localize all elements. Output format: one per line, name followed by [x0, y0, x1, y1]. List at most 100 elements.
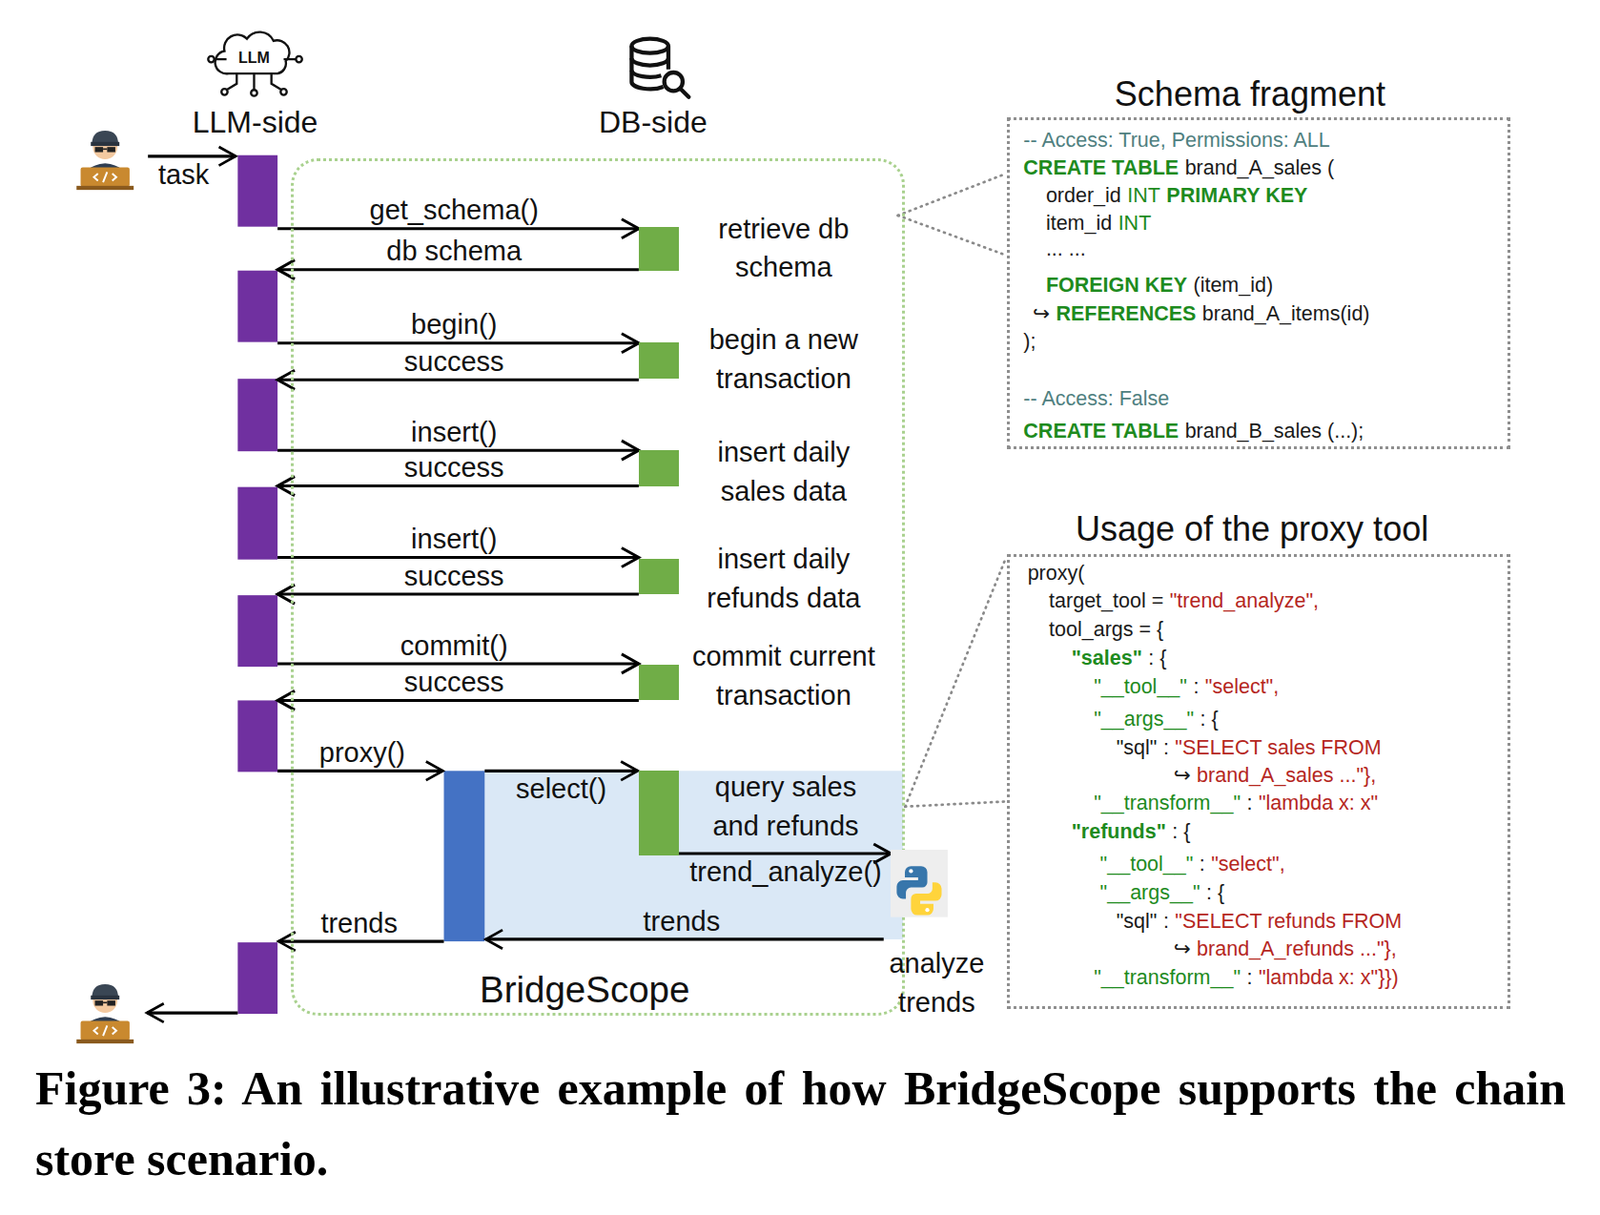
edge-label: db schema — [386, 235, 522, 267]
code-text: : — [1163, 736, 1170, 759]
circuit-dot — [295, 56, 302, 62]
user-glasses — [106, 1000, 116, 1006]
python-tool: analyze trends — [890, 849, 948, 922]
user-hat-brim — [90, 995, 120, 1000]
code-line: "__args__": { — [1100, 881, 1226, 906]
code-line: item_idINT — [1046, 211, 1151, 237]
message-label: trends — [643, 905, 721, 938]
code-line: "sql":"SELECT refunds FROM — [1116, 909, 1402, 935]
connectors — [277, 228, 891, 854]
db-operation-box: insert daily sales data — [638, 450, 679, 486]
edge-label: begin() — [410, 308, 497, 341]
code-line: order_idINTPRIMARY KEY — [1046, 184, 1309, 209]
leader-line — [904, 800, 1006, 806]
edge-label: get_schema() — [369, 194, 539, 226]
code-line: "__tool__":"select", — [1093, 675, 1279, 700]
db-operation-box: insert daily refunds data — [638, 558, 679, 595]
code-text: -- Access: False — [1023, 387, 1170, 411]
code-line: FOREIGN KEY(item_id) — [1046, 273, 1273, 299]
edge-label: success — [404, 560, 505, 593]
code-text: INT — [1127, 184, 1161, 207]
code-text: : — [1247, 965, 1253, 989]
circuit-dot — [250, 89, 257, 96]
leader-lines — [898, 173, 1006, 807]
message-label: DB-side — [598, 104, 708, 141]
database-icon — [631, 39, 689, 98]
circuit-dot — [221, 88, 227, 95]
code-line: tool_args = { — [1048, 617, 1164, 643]
db-operation-box: retrieve db schema — [638, 226, 679, 271]
code-text: : — [1199, 852, 1206, 876]
code-text: "sql" — [1116, 909, 1158, 933]
python-snake — [911, 882, 943, 915]
code-text: brand_B_sales (...); — [1185, 419, 1365, 443]
code-text: CREATE TABLE — [1023, 156, 1179, 180]
db-operation-box: begin a new transaction — [638, 342, 679, 380]
activation-bar — [237, 155, 278, 227]
code-text: "__tool__" — [1100, 852, 1194, 876]
message-arrows — [146, 156, 884, 1013]
code-text: "sql" — [1116, 736, 1158, 759]
code-line: "refunds": { — [1071, 820, 1191, 845]
message-arrow — [277, 661, 639, 665]
code-text: "SELECT sales FROM — [1174, 736, 1381, 759]
code-text: "select", — [1205, 675, 1279, 698]
code-line: CREATE TABLEbrand_A_sales ( — [1023, 156, 1334, 182]
user-glasses — [102, 148, 107, 151]
code-text: brand_A_sales ( — [1185, 156, 1335, 180]
circuit-dot — [207, 56, 214, 62]
code-text: "__transform__" — [1093, 965, 1241, 989]
step-note: insert daily sales data — [688, 432, 880, 511]
figure-caption: Figure 3: An illustrative example of how… — [35, 1052, 1566, 1194]
code-text: tool_args = { — [1048, 617, 1164, 641]
code-text: ↪ — [1173, 937, 1191, 961]
code-text: ); — [1023, 329, 1036, 353]
code-text: PRIMARY KEY — [1166, 184, 1308, 207]
code-text: "__args__" — [1093, 707, 1194, 731]
code-text: "lambda x: x" — [1258, 791, 1378, 815]
user-hat-brim — [90, 142, 120, 146]
activation-bar — [237, 942, 278, 1014]
step-note: begin a new transaction — [688, 320, 880, 398]
code-text: ... ... — [1046, 237, 1087, 261]
message-arrow — [277, 555, 639, 559]
llm-icon — [207, 32, 302, 97]
user-glasses — [106, 146, 116, 152]
message-arrow — [678, 852, 892, 856]
code-text: "SELECT refunds FROM — [1174, 909, 1402, 933]
edge-label: success — [404, 346, 505, 378]
code-line: ... ... — [1046, 237, 1087, 263]
code-line: CREATE TABLEbrand_B_sales (...); — [1023, 419, 1364, 445]
db-rings — [631, 58, 669, 78]
user-glasses — [95, 1000, 104, 1006]
code-text: : — [1247, 791, 1253, 815]
code-text: "trend_analyze", — [1169, 589, 1319, 613]
edge-label: insert() — [410, 523, 497, 555]
result-arrow — [146, 1010, 238, 1014]
activation-bar — [237, 270, 278, 343]
message-arrow — [277, 484, 639, 488]
code-panel: Schema fragment-- Access: True, Permissi… — [1006, 117, 1511, 450]
python-logo — [890, 849, 948, 922]
code-text: : — [1163, 909, 1170, 933]
activation-bar — [237, 487, 278, 560]
proxy-arrow — [277, 769, 443, 773]
code-line: -- Access: False — [1023, 387, 1170, 412]
step-note: query sales and refunds — [696, 767, 876, 845]
user-icon — [76, 130, 134, 190]
panel-heading: Usage of the proxy tool — [1075, 509, 1429, 549]
code-text: brand_A_items(id) — [1202, 302, 1371, 326]
code-line: "sql":"SELECT sales FROM — [1116, 736, 1382, 761]
code-text: "__transform__" — [1093, 791, 1241, 815]
task-arrow — [147, 154, 236, 158]
icon-ground — [890, 849, 948, 918]
code-text: : — [1192, 675, 1199, 698]
code-line: ↪brand_A_refunds ..."}, — [1173, 937, 1397, 963]
activation-bar — [237, 594, 278, 667]
circuit-dot — [280, 88, 287, 95]
code-text: : { — [1148, 646, 1167, 670]
message-arrow — [277, 698, 639, 702]
code-text: : { — [1200, 707, 1219, 731]
message-label: proxy() — [319, 737, 406, 769]
